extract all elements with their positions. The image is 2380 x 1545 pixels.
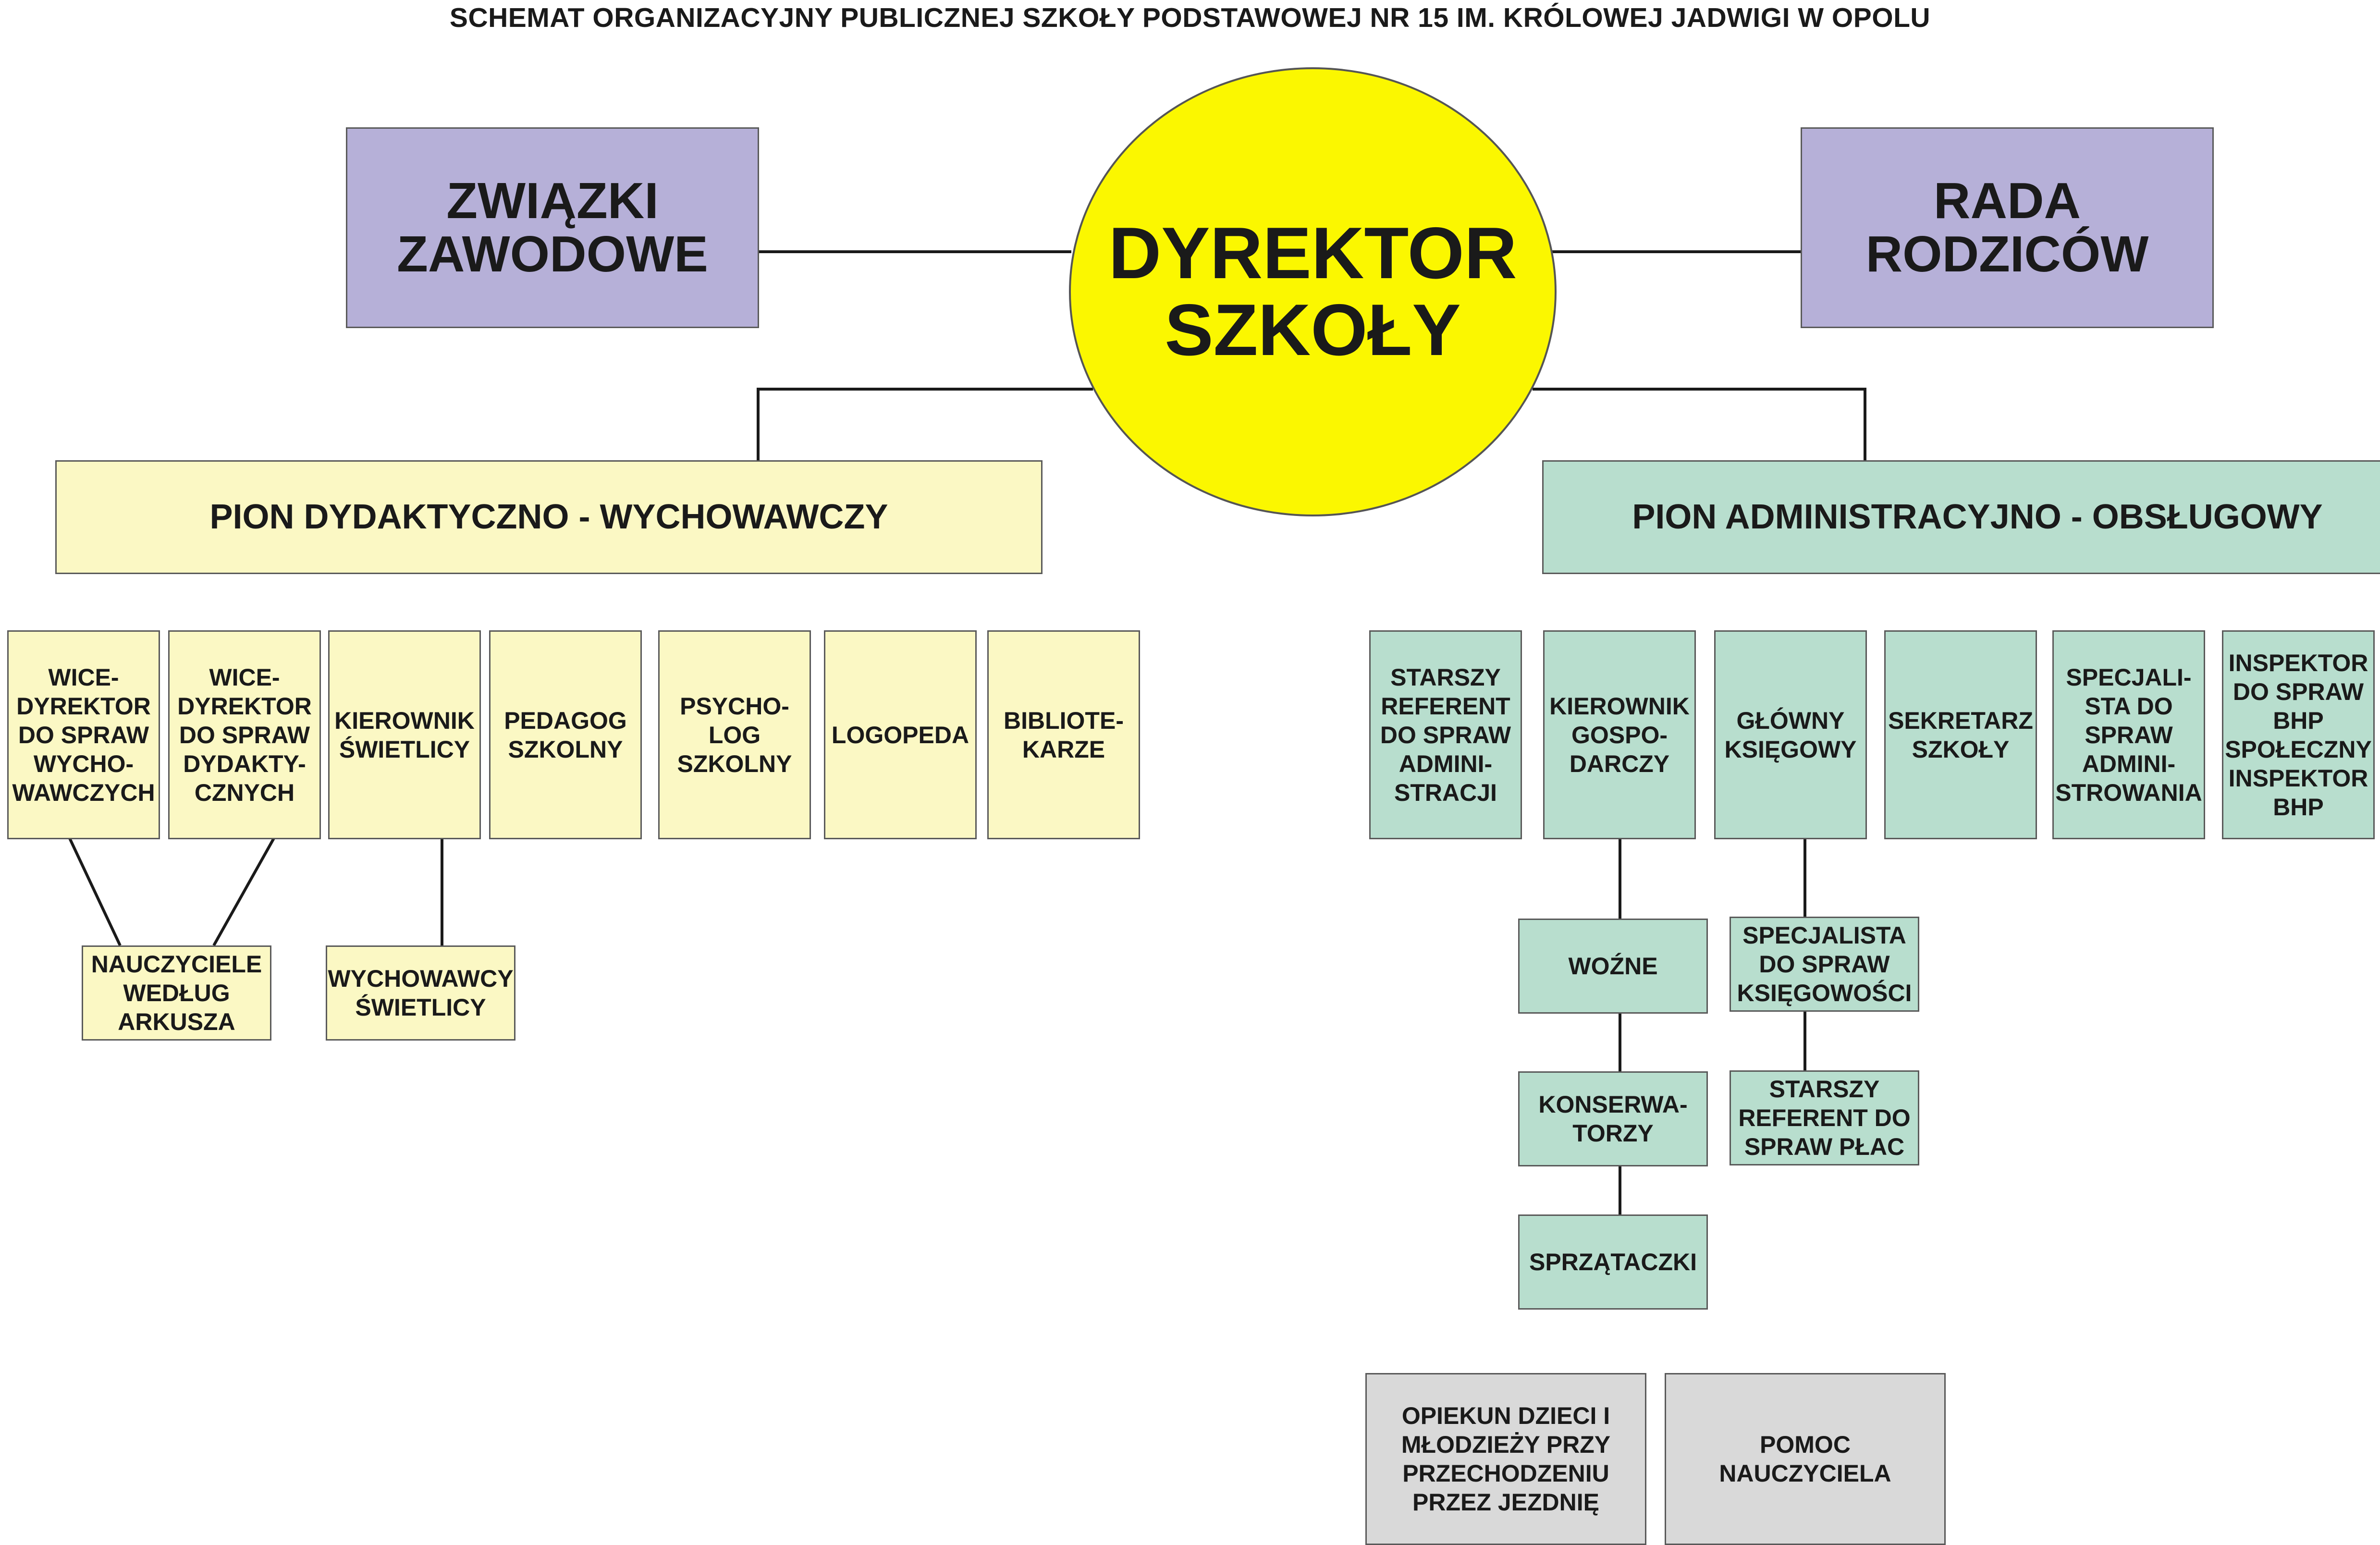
line-deputy2-teachers <box>212 837 275 946</box>
senior-clerk-admin-box: STARSZY REFERENT DO SPRAW ADMINI- STRACJ… <box>1369 630 1522 839</box>
deputy-didactic-box: WICE- DYREKTOR DO SPRAW DYDAKTY- CZNYCH <box>168 630 321 839</box>
unions-box: ZWIĄZKI ZAWODOWE <box>346 127 759 328</box>
librarians-box: BIBLIOTE- KARZE <box>987 630 1140 839</box>
school-secretary-box: SEKRETARZ SZKOŁY <box>1884 630 2037 839</box>
pedagogue-box: PEDAGOG SZKOLNY <box>489 630 642 839</box>
line-deputy1-teachers <box>68 837 122 946</box>
crossing-guard-box: OPIEKUN DZIECI I MŁODZIEŻY PRZY PRZECHOD… <box>1365 1373 1646 1545</box>
accounting-specialist-box: SPECJALISTA DO SPRAW KSIĘGOWOŚCI <box>1730 917 1919 1012</box>
maintenance-box: KONSERWA- TORZY <box>1518 1071 1708 1166</box>
page-title: SCHEMAT ORGANIZACYJNY PUBLICZNEJ SZKOŁY … <box>449 2 1931 33</box>
cleaners-box: SPRZĄTACZKI <box>1518 1214 1708 1310</box>
common-room-head-box: KIEROWNIK ŚWIETLICY <box>328 630 481 839</box>
common-room-educators-box: WYCHOWAWCY ŚWIETLICY <box>326 945 515 1041</box>
janitors-box: WOŹNE <box>1518 919 1708 1014</box>
line-director-didactic <box>757 388 1093 460</box>
safety-inspector-box: INSPEKTOR DO SPRAW BHP SPOŁECZNY INSPEKT… <box>2222 630 2375 839</box>
didactic-pion-box: PION DYDAKTYCZNO - WYCHOWAWCZY <box>55 460 1043 574</box>
line-director-admin <box>1533 388 1866 460</box>
payroll-clerk-box: STARSZY REFERENT DO SPRAW PŁAC <box>1730 1070 1919 1165</box>
economic-manager-box: KIEROWNIK GOSPO- DARCZY <box>1543 630 1696 839</box>
parents-box: RADA RODZICÓW <box>1801 127 2214 328</box>
director-ellipse: DYREKTOR SZKOŁY <box>1069 67 1557 516</box>
teacher-assistant-box: POMOC NAUCZYCIELA <box>1665 1373 1946 1545</box>
admin-specialist-box: SPECJALI- STA DO SPRAW ADMINI- STROWANIA <box>2052 630 2205 839</box>
psychologist-box: PSYCHO- LOG SZKOLNY <box>658 630 811 839</box>
deputy-upbringing-box: WICE- DYREKTOR DO SPRAW WYCHO- WAWCZYCH <box>7 630 160 839</box>
admin-pion-box: PION ADMINISTRACYJNO - OBSŁUGOWY <box>1542 460 2380 574</box>
speech-therapist-box: LOGOPEDA <box>824 630 977 839</box>
chief-accountant-box: GŁÓWNY KSIĘGOWY <box>1714 630 1867 839</box>
teachers-box: NAUCZYCIELE WEDŁUG ARKUSZA <box>82 945 271 1041</box>
